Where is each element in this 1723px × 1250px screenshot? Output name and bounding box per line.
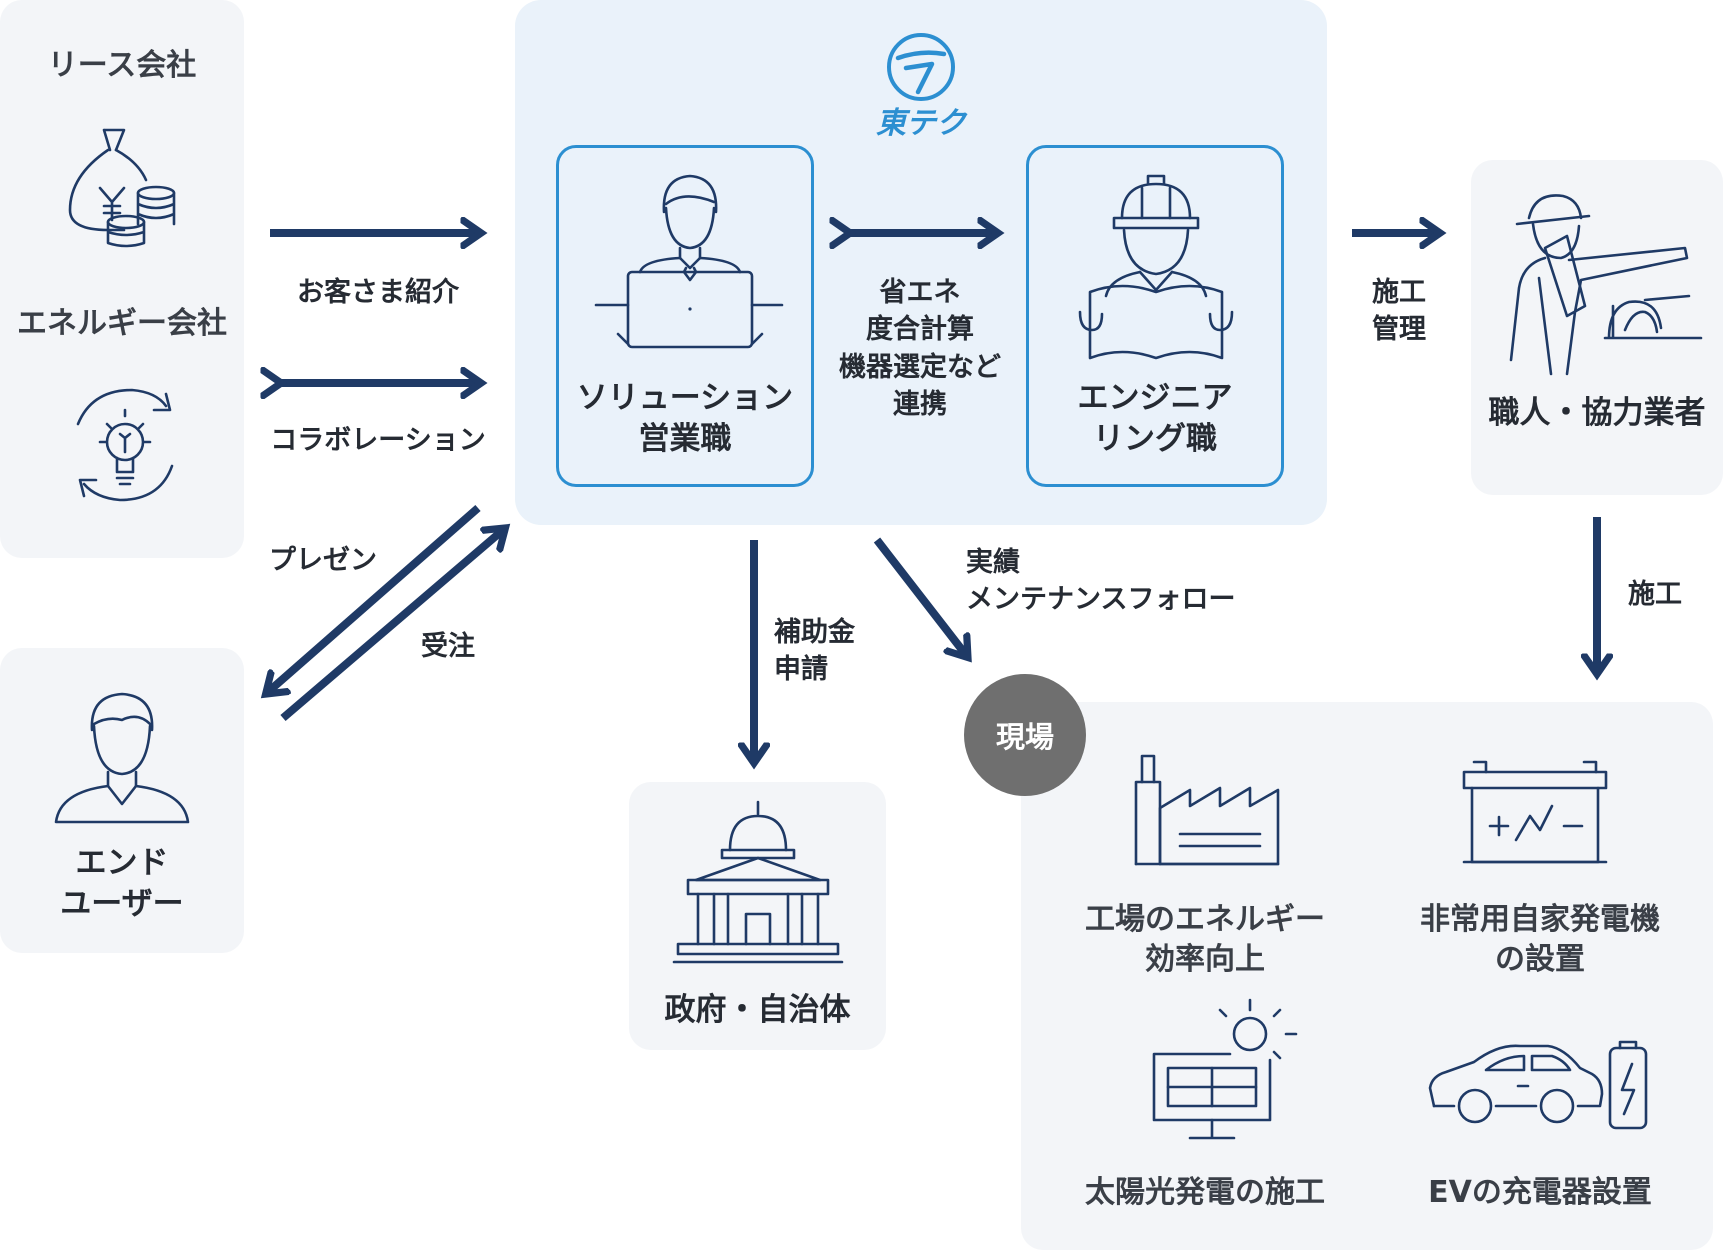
battery-generator-icon (1460, 754, 1610, 870)
referral-label: お客さま紹介 (297, 277, 459, 308)
arrow-order (280, 530, 503, 722)
subsidy-label: 補助金申請 (774, 617, 855, 686)
link-label: 省エネ度合計算機器選定など連携 (839, 277, 1001, 420)
government-building-icon (672, 798, 844, 968)
partners-label: 職人・協力業者 (1488, 395, 1706, 431)
engineering-label: エンジニアリング職 (1077, 380, 1233, 457)
collab-label: コラボレーション (270, 425, 486, 456)
order-label: 受注 (421, 631, 475, 662)
factory-icon (1132, 752, 1282, 870)
engineering-box (1026, 145, 1284, 487)
user-icon (52, 680, 192, 830)
company-logo-text: 東テク (876, 106, 966, 141)
site-item-solar-label: 太陽光発電の施工 (1085, 1175, 1325, 1210)
engineer-blueprint-icon (1076, 170, 1236, 370)
site-item-generator-label: 非常用自家発電機の設置 (1420, 902, 1660, 977)
company-logo-icon (886, 32, 956, 102)
arrow-followup (873, 537, 966, 655)
site-item-factory-label: 工場のエネルギー効率向上 (1085, 902, 1325, 977)
presen-label: プレゼン (269, 545, 377, 576)
site-badge: 現場 (964, 674, 1086, 796)
solar-panel-icon (1150, 994, 1298, 1144)
lease-energy-panel (0, 0, 244, 558)
lightbulb-cycle-icon (70, 380, 180, 510)
followup-label: 実績メンテナンスフォロー (966, 547, 1236, 616)
solution-sales-label: ソリューション営業職 (576, 380, 794, 457)
lease-company-label: リース会社 (47, 48, 197, 83)
energy-company-label: エネルギー会社 (17, 306, 227, 341)
worker-hardhat-icon (1505, 188, 1705, 378)
partners-panel (1471, 160, 1723, 495)
manage-label: 施工管理 (1372, 277, 1426, 346)
solution-sales-box (556, 145, 814, 487)
end-user-panel (0, 648, 244, 953)
government-label: 政府・自治体 (664, 992, 851, 1028)
businessman-laptop-icon (594, 168, 784, 358)
government-panel (629, 782, 886, 1050)
arrow-presen (268, 504, 481, 692)
money-bag-icon (64, 118, 184, 248)
construct-label: 施工 (1628, 579, 1682, 610)
site-item-ev-label: EVの充電器設置 (1428, 1175, 1652, 1210)
electric-car-icon (1424, 1034, 1648, 1134)
end-user-label: エンドユーザー (60, 845, 184, 922)
